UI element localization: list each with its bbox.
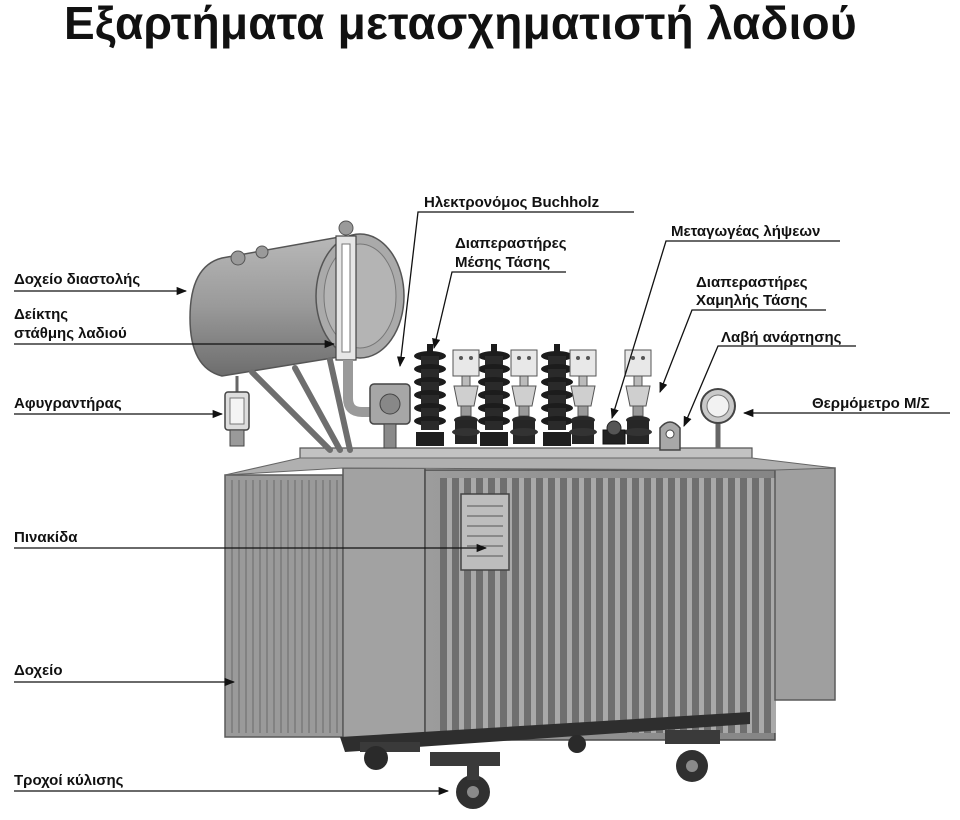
label-oil-gauge-line2: στάθμης λαδιού [14, 325, 127, 342]
leader-lines [14, 211, 950, 796]
label-tap-changer: Μεταγωγέας λήψεων [671, 223, 820, 240]
label-oil-gauge-line1: Δείκτης [14, 306, 68, 323]
thermometer [700, 388, 736, 448]
leader-lifting-lug [683, 345, 856, 427]
mv-bushings [414, 344, 573, 446]
label-nameplate: Πινακίδα [14, 529, 78, 546]
mv-bushing [414, 344, 446, 446]
transformer-illustration [189, 220, 836, 809]
leader-lv-bushings [659, 309, 826, 393]
mv-bushing [541, 344, 573, 446]
labels: Ηλεκτρονόμος Buchholz Διαπεραστήρες Μέση… [14, 194, 930, 789]
label-mv-bushings-line2: Μέσης Τάσης [455, 254, 550, 271]
label-conservator: Δοχείο διαστολής [14, 271, 140, 288]
label-breather: Αφυγραντήρας [14, 395, 122, 412]
leader-mv-bushings [432, 271, 566, 350]
label-tank: Δοχείο [14, 662, 63, 679]
label-mv-bushings-line1: Διαπεραστήρες [455, 235, 567, 252]
page-title: Εξαρτήματα μετασχηματιστή λαδιού [64, 0, 857, 49]
label-buchholz: Ηλεκτρονόμος Buchholz [424, 194, 599, 211]
buchholz-relay [369, 383, 411, 449]
lifting-lug [659, 421, 681, 451]
leader-buchholz [396, 211, 634, 368]
mv-bushing [478, 344, 510, 446]
conservator-pipe [343, 360, 388, 417]
lv-bushing [624, 349, 652, 444]
label-lifting-lug: Λαβή ανάρτησης [721, 329, 842, 346]
label-lv-bushings-line2: Χαμηλής Τάσης [696, 292, 808, 309]
nameplate [460, 493, 510, 571]
label-lv-bushings-line1: Διαπεραστήρες [696, 274, 808, 291]
conservator-supports [249, 357, 353, 453]
label-wheels: Τροχοί κύλισης [14, 772, 124, 789]
tap-changer [602, 420, 626, 445]
tank [224, 447, 836, 741]
lv-bushing [569, 349, 597, 444]
lv-bushing [452, 349, 480, 444]
wheels [340, 712, 750, 809]
lv-bushing [510, 349, 538, 444]
breather [224, 376, 250, 447]
label-thermometer: Θερμόμετρο Μ/Σ [812, 395, 930, 412]
oil-level-gauge [335, 235, 357, 361]
lv-bushings [452, 349, 652, 444]
leader-tap-changer [610, 240, 840, 419]
conservator-tank [189, 220, 405, 377]
